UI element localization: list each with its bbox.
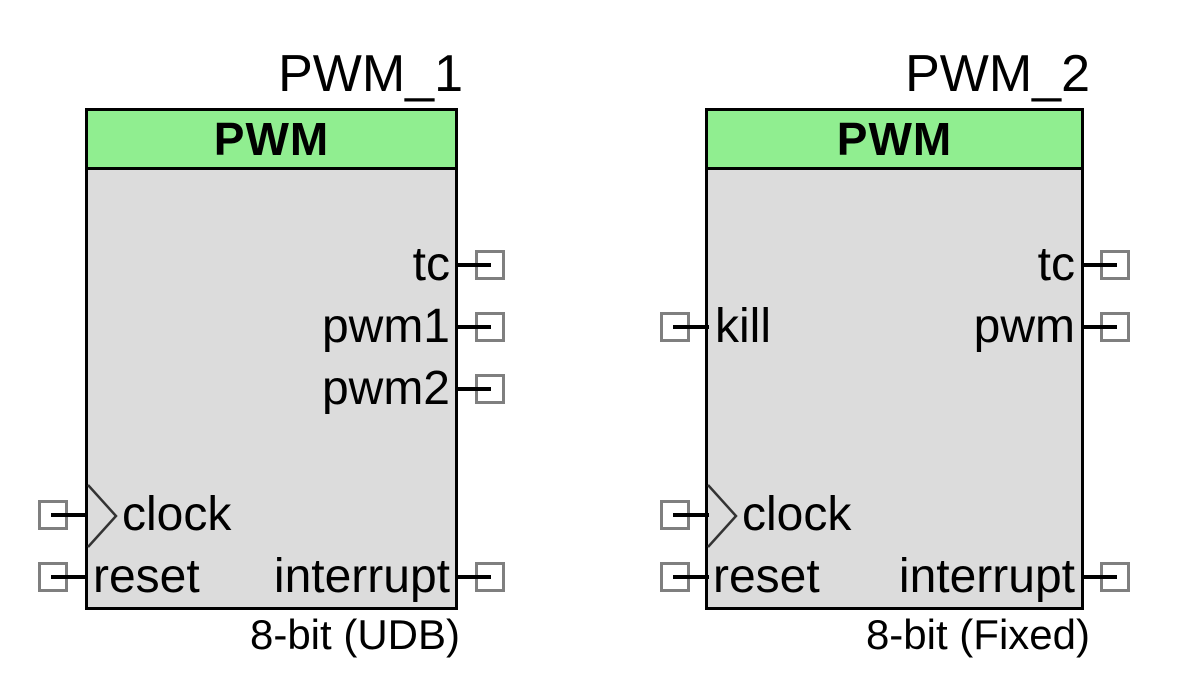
component-header: PWM xyxy=(708,111,1081,170)
pin-stub xyxy=(455,263,491,267)
pin-label-reset: reset xyxy=(93,550,200,603)
pin-label-tc: tc xyxy=(412,238,450,291)
pin-label-interrupt: interrupt xyxy=(273,550,450,603)
pin-label-pwm: pwm xyxy=(973,300,1075,353)
pin-stub xyxy=(673,575,709,579)
clock-chevron-icon xyxy=(707,484,738,548)
component-caption: 8-bit (Fixed) xyxy=(865,611,1090,658)
pin-stub xyxy=(455,325,491,329)
component-caption: 8-bit (UDB) xyxy=(249,611,460,658)
pin-label-clock: clock xyxy=(122,488,232,541)
pin-stub xyxy=(673,325,709,329)
pin-label-clock: clock xyxy=(742,488,852,541)
pin-stub xyxy=(455,387,491,391)
component-header: PWM xyxy=(88,111,455,170)
pin-stub xyxy=(1081,575,1117,579)
pin-label-reset: reset xyxy=(713,550,820,603)
component-body[interactable]: PWM xyxy=(705,108,1084,610)
component-body[interactable]: PWM xyxy=(85,108,458,610)
clock-chevron-icon xyxy=(87,484,118,548)
pin-stub xyxy=(1081,263,1117,267)
pin-label-kill: kill xyxy=(715,300,771,353)
component-title: PWM_1 xyxy=(278,45,463,103)
pin-label-tc: tc xyxy=(1037,238,1075,291)
pin-stub xyxy=(673,513,709,517)
pin-stub xyxy=(455,575,491,579)
pin-stub xyxy=(51,575,87,579)
component-title: PWM_2 xyxy=(905,45,1090,103)
pin-label-pwm2: pwm2 xyxy=(321,362,450,415)
pin-label-interrupt: interrupt xyxy=(898,550,1075,603)
pin-stub xyxy=(1081,325,1117,329)
pin-label-pwm1: pwm1 xyxy=(321,300,450,353)
pin-stub xyxy=(51,513,87,517)
